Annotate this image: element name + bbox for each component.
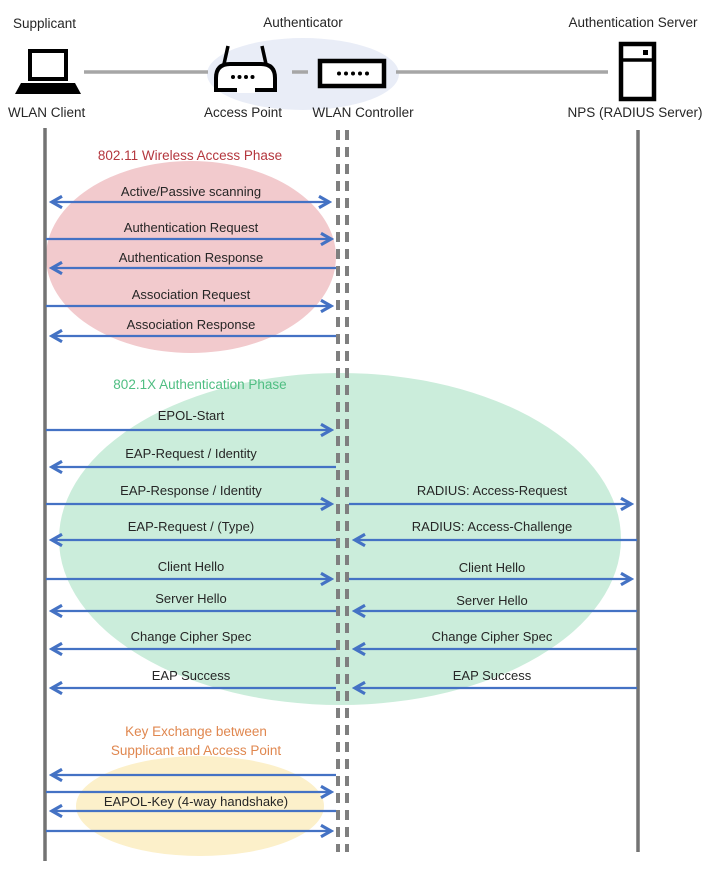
message-server-hello-right: Server Hello bbox=[355, 593, 637, 611]
message-client-hello-left: Client Hello bbox=[46, 559, 331, 579]
message-label: EPOL-Start bbox=[158, 408, 225, 423]
message-association-request: Association Request bbox=[46, 287, 331, 306]
message-label: RADIUS: Access-Request bbox=[417, 483, 568, 498]
message-eapol-key-handshake: EAPOL-Key (4-way handshake) bbox=[46, 775, 336, 831]
phase3-title-line2: Supplicant and Access Point bbox=[111, 743, 282, 758]
message-change-cipher-spec-left: Change Cipher Spec bbox=[52, 629, 336, 649]
message-radius-access-request: RADIUS: Access-Request bbox=[349, 483, 631, 504]
message-eap-success-right: EAP Success bbox=[355, 668, 637, 688]
message-label: EAP Success bbox=[152, 668, 231, 683]
message-label: EAPOL-Key (4-way handshake) bbox=[104, 794, 288, 809]
message-epol-start: EPOL-Start bbox=[46, 408, 331, 430]
message-label: EAP Success bbox=[453, 668, 532, 683]
label-access-point: Access Point bbox=[204, 105, 282, 120]
phase2-title: 802.1X Authentication Phase bbox=[113, 377, 286, 392]
phase3-title-line1: Key Exchange between bbox=[125, 724, 267, 739]
server-icon bbox=[618, 41, 657, 102]
message-label: Association Response bbox=[127, 317, 256, 332]
message-label: Server Hello bbox=[456, 593, 528, 608]
message-eap-response-identity: EAP-Response / Identity bbox=[46, 483, 331, 504]
label-wlan-client: WLAN Client bbox=[8, 105, 86, 120]
message-label: Active/Passive scanning bbox=[121, 184, 261, 199]
message-label: Change Cipher Spec bbox=[432, 629, 553, 644]
role-authenticator: Authenticator bbox=[263, 15, 343, 30]
message-label: RADIUS: Access-Challenge bbox=[412, 519, 572, 534]
message-label: EAP-Request / (Type) bbox=[128, 519, 254, 534]
label-wlan-controller: WLAN Controller bbox=[312, 105, 414, 120]
message-label: EAP-Request / Identity bbox=[125, 446, 257, 461]
message-label: Change Cipher Spec bbox=[131, 629, 252, 644]
message-eap-request-identity: EAP-Request / Identity bbox=[52, 446, 336, 467]
message-active-passive-scanning: Active/Passive scanning bbox=[52, 184, 329, 202]
message-eap-success-left: EAP Success bbox=[52, 668, 336, 688]
message-label: Client Hello bbox=[459, 560, 525, 575]
message-client-hello-right: Client Hello bbox=[349, 560, 631, 579]
message-label: Authentication Request bbox=[124, 220, 259, 235]
message-label: Server Hello bbox=[155, 591, 227, 606]
role-supplicant: Supplicant bbox=[13, 16, 76, 31]
message-label: Client Hello bbox=[158, 559, 224, 574]
message-authentication-request: Authentication Request bbox=[46, 220, 331, 239]
message-eap-request-type: EAP-Request / (Type) bbox=[52, 519, 336, 540]
message-association-response: Association Response bbox=[52, 317, 336, 336]
message-label: EAP-Response / Identity bbox=[120, 483, 262, 498]
message-authentication-response: Authentication Response bbox=[52, 250, 336, 268]
access-point-icon bbox=[214, 45, 277, 93]
wlan-controller-icon bbox=[317, 58, 387, 89]
laptop-icon bbox=[15, 49, 81, 94]
message-label: Association Request bbox=[132, 287, 251, 302]
phase1-title: 802.11 Wireless Access Phase bbox=[98, 148, 282, 163]
message-label: Authentication Response bbox=[119, 250, 264, 265]
label-nps-radius-server: NPS (RADIUS Server) bbox=[567, 105, 702, 120]
message-radius-access-challenge: RADIUS: Access-Challenge bbox=[355, 519, 637, 540]
role-authentication-server: Authentication Server bbox=[568, 15, 698, 30]
message-change-cipher-spec-right: Change Cipher Spec bbox=[355, 629, 637, 649]
message-server-hello-left: Server Hello bbox=[52, 591, 336, 611]
